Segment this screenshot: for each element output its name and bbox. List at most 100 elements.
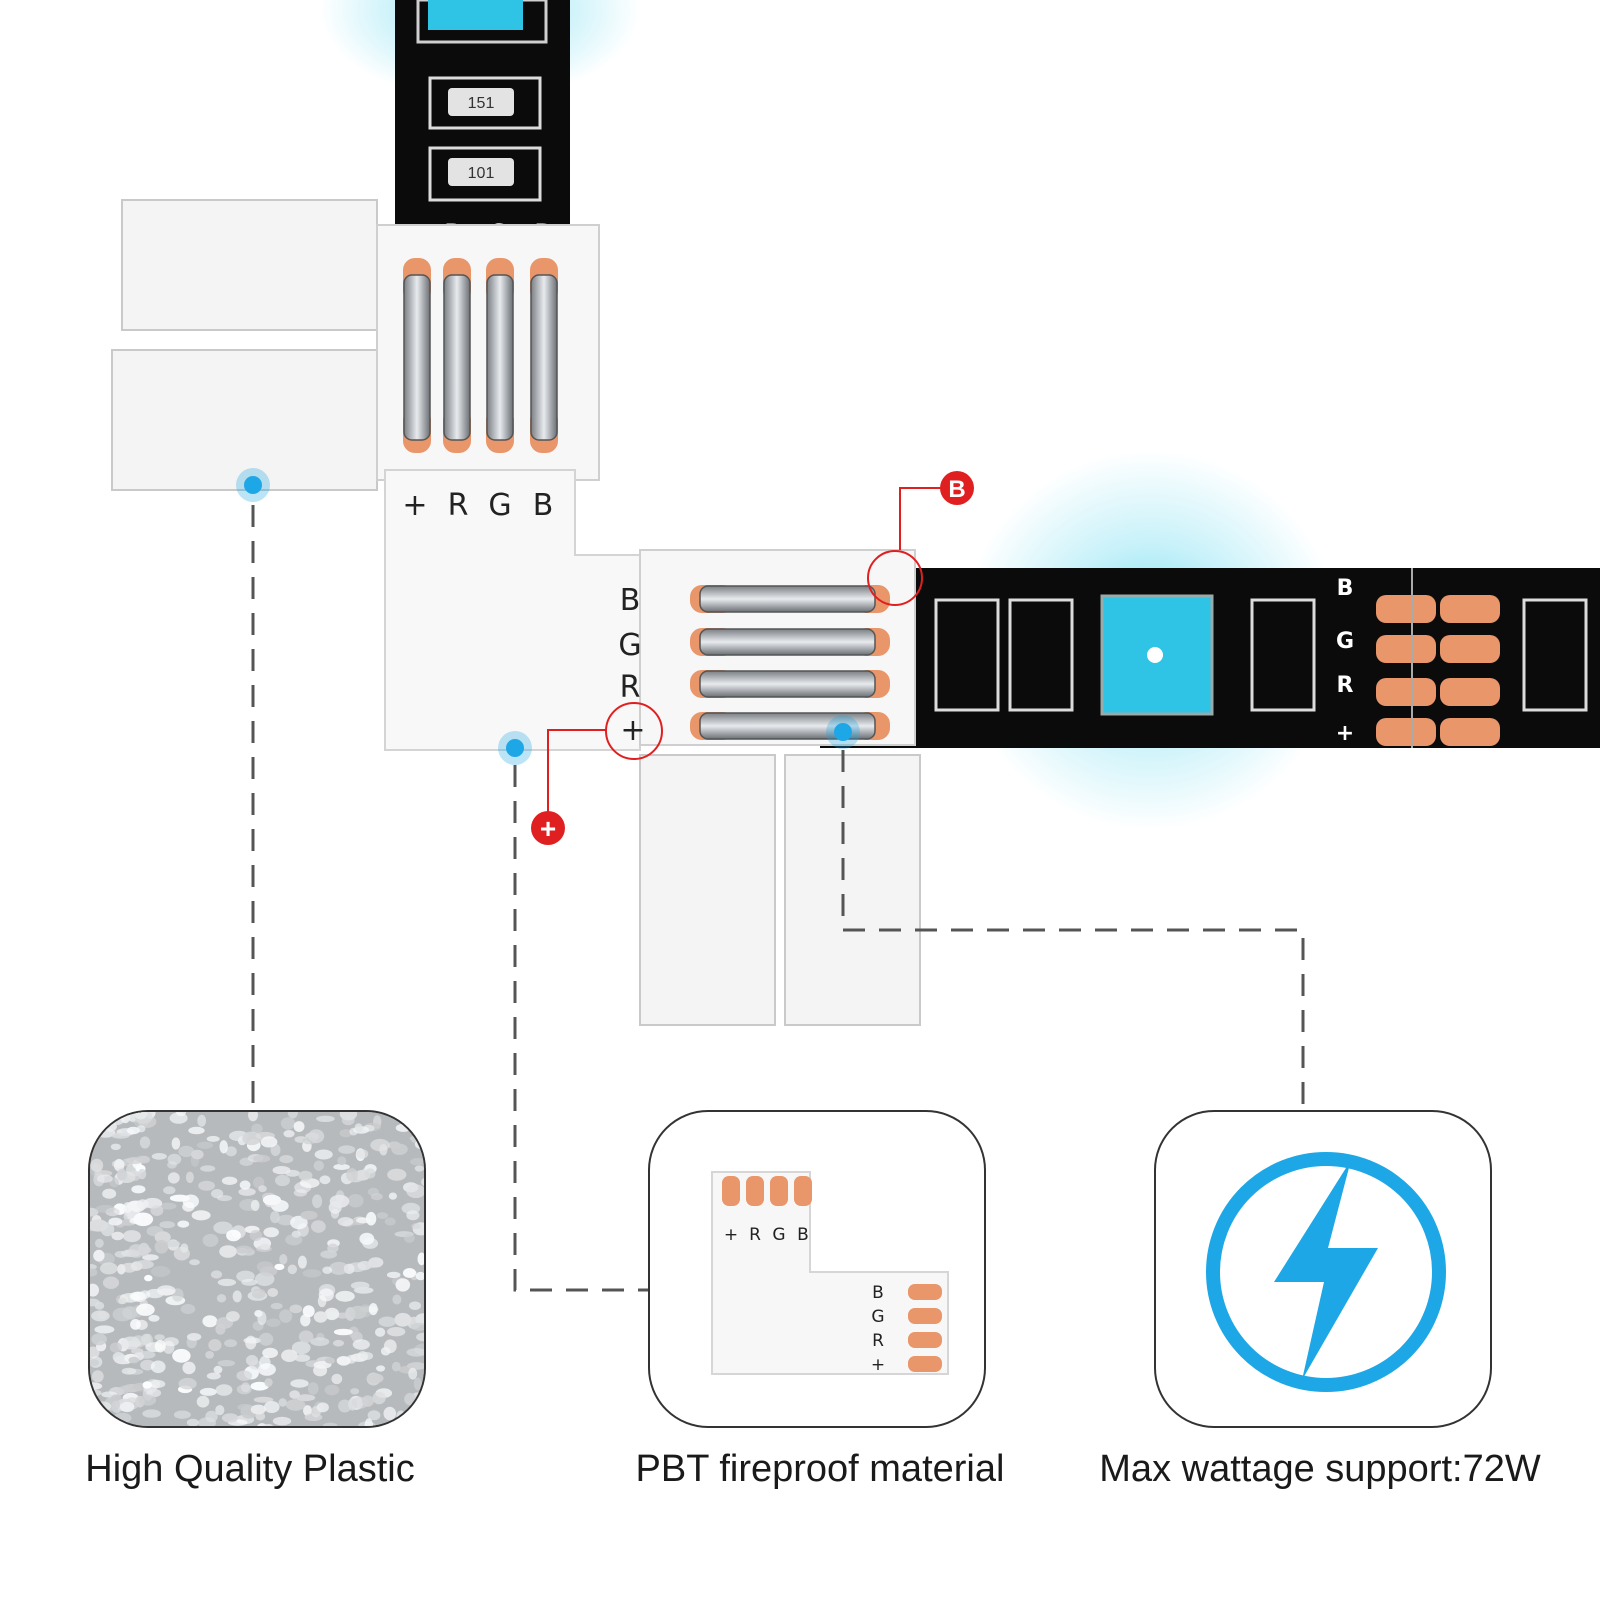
plastic-pellet [372, 1391, 386, 1405]
plastic-pellet [262, 1347, 278, 1358]
pcb-label: R [872, 1331, 884, 1351]
plastic-pellet [256, 1261, 274, 1273]
resistor-code: 151 [468, 95, 495, 112]
plastic-pellet [409, 1301, 421, 1310]
plastic-pellet [139, 1290, 151, 1299]
plastic-pellet [319, 1175, 331, 1185]
l-connector-pcb-thumbnail: + R G B B G R + [711, 1171, 949, 1375]
plastic-pellet [250, 1199, 260, 1212]
plastic-pellet [114, 1250, 128, 1258]
plastic-pellet [296, 1394, 316, 1402]
plastic-pellet [186, 1418, 199, 1426]
plastic-pellet [100, 1262, 118, 1275]
plastic-pellet [408, 1367, 418, 1380]
plastic-pellet [411, 1223, 421, 1230]
plastic-pellet [238, 1187, 256, 1196]
plastic-pellet [392, 1294, 402, 1305]
plastic-pellet [159, 1202, 177, 1210]
plastic-pellet [350, 1281, 370, 1290]
caption-pbt-fireproof: PBT fireproof material [635, 1448, 1005, 1490]
plastic-pellet [221, 1176, 238, 1185]
plastic-pellet [173, 1410, 191, 1419]
plastic-pellet [139, 1136, 151, 1149]
plastic-pellet [359, 1232, 375, 1245]
plastic-pellet [404, 1233, 415, 1243]
plastic-pellet [237, 1403, 254, 1411]
plastic-pellet [415, 1271, 424, 1281]
plastic-pellet [275, 1174, 290, 1187]
plastic-pellet [113, 1158, 125, 1172]
plastic-pellet [95, 1204, 116, 1213]
plastic-pellet [333, 1163, 350, 1170]
plastic-pellet [329, 1194, 350, 1208]
plastic-pellet [90, 1298, 100, 1307]
strip-pin-label: + [1336, 721, 1354, 746]
plastic-pellet [213, 1221, 233, 1234]
pcb-label: + [871, 1355, 885, 1375]
plastic-pellet [148, 1314, 160, 1322]
plastic-pellet [134, 1112, 148, 1120]
plastic-pellet [91, 1310, 110, 1322]
plastic-pellet [253, 1154, 271, 1163]
plastic-pellet [198, 1180, 215, 1191]
plastic-pellet [283, 1130, 295, 1138]
plastic-pellet [182, 1194, 199, 1209]
plastic-pellet [363, 1124, 375, 1132]
plastic-pellet [110, 1143, 121, 1150]
plastic-pellet [134, 1260, 154, 1269]
plastic-pellet [370, 1138, 390, 1152]
callout-plus-label: + [540, 813, 556, 844]
plastic-pellet [91, 1370, 104, 1383]
connector-pin-label: B [620, 583, 641, 618]
plastic-pellet [163, 1186, 176, 1195]
plastic-pellet [91, 1333, 107, 1346]
plastic-pellet [90, 1219, 109, 1232]
plastic-pellet [120, 1401, 135, 1413]
plastic-pellet [308, 1129, 325, 1144]
plastic-pellet [94, 1325, 115, 1334]
plastic-pellet [384, 1217, 396, 1226]
plastic-pellet [258, 1185, 267, 1193]
callout-plus: + [531, 702, 663, 845]
plastic-pellet [235, 1245, 253, 1254]
plastic-pellet [165, 1240, 181, 1247]
plastic-pellet [146, 1226, 164, 1237]
plastic-pellet [137, 1168, 147, 1180]
plastic-pellet [262, 1194, 281, 1206]
plastic-pellet [368, 1303, 378, 1316]
plastic-pellet [307, 1382, 319, 1395]
plastic-pellet [360, 1352, 374, 1360]
plastic-pellet [280, 1117, 296, 1130]
plastic-pellet [205, 1351, 214, 1359]
plastic-pellet [264, 1401, 280, 1413]
plastic-pellet [226, 1311, 240, 1322]
plastic-pellet [189, 1259, 200, 1266]
plastic-pellet [278, 1398, 287, 1407]
plastic-pellet [387, 1168, 407, 1181]
plastic-pellet [217, 1278, 237, 1287]
plastic-pellet [354, 1123, 363, 1133]
plastic-pellet [348, 1326, 359, 1339]
plastic-pellet [150, 1205, 164, 1216]
plastic-pellet [302, 1269, 322, 1278]
plastic-pellet [90, 1382, 103, 1390]
circle-outline [1206, 1152, 1446, 1392]
plastic-pellet [221, 1413, 239, 1423]
plastic-pellet [376, 1212, 389, 1219]
plastic-pellet [136, 1199, 149, 1210]
plastic-pellet [287, 1112, 298, 1119]
callout-b: B [867, 471, 974, 606]
connector-pin-label: G [618, 628, 641, 663]
plastic-pellet [202, 1233, 219, 1247]
plastic-pellet [266, 1318, 281, 1327]
plastic-pellet [338, 1145, 356, 1154]
plastic-pellet [414, 1165, 424, 1172]
plastic-pellet [219, 1245, 237, 1258]
strip-pin-label: G [1336, 629, 1354, 654]
caption-max-wattage: Max wattage support:72W [1099, 1448, 1541, 1490]
plastic-pellet [316, 1402, 329, 1413]
plastic-pellet [313, 1160, 324, 1171]
plastic-pellet [178, 1145, 195, 1158]
plastic-pellet [401, 1202, 421, 1215]
plastic-pellet [413, 1377, 422, 1391]
